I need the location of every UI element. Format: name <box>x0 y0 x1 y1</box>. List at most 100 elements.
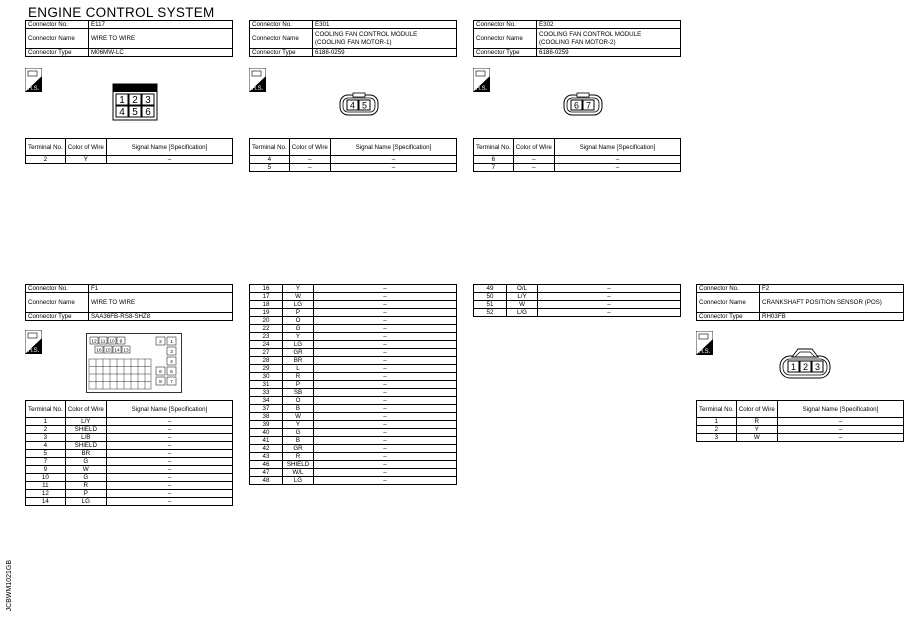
wire-color-cell: O <box>282 316 314 325</box>
signal-cell: – <box>105 497 234 506</box>
signal-cell: – <box>537 308 681 317</box>
signal-cell: – <box>313 284 457 293</box>
signal-cell: – <box>537 284 681 293</box>
signal-cell: – <box>313 380 457 389</box>
label: Connector No. <box>696 284 760 293</box>
signal-cell: – <box>105 457 234 466</box>
wire-color-cell: SB <box>282 388 314 397</box>
label: Connector Name <box>696 292 760 313</box>
terminal-cell: 3 <box>25 433 66 442</box>
signal-cell: – <box>313 300 457 309</box>
harness-side-icon: H.S. <box>25 68 42 92</box>
signal-cell: – <box>313 476 457 485</box>
connector-e301-diagram: 4 5 <box>339 92 379 116</box>
column-header: Terminal No. <box>473 138 514 156</box>
wire-color-cell: B <box>282 404 314 413</box>
signal-cell: – <box>313 356 457 365</box>
column-header: Color of Wire <box>288 138 331 156</box>
signal-cell: – <box>313 364 457 373</box>
wire-color-cell: Y <box>735 425 778 434</box>
signal-cell: – <box>776 425 905 434</box>
svg-text:H.S.: H.S. <box>476 86 488 92</box>
signal-cell: – <box>313 340 457 349</box>
pin: 6 <box>145 107 151 118</box>
pin: 4 <box>119 107 125 118</box>
pin: 5 <box>132 107 138 118</box>
value: E301 <box>312 20 457 29</box>
label: Connector No. <box>249 20 313 29</box>
column-header: Signal Name [Specification] <box>776 400 905 418</box>
pin: 2 <box>132 95 138 106</box>
signal-cell: – <box>105 417 234 426</box>
terminal-cell: 3 <box>696 433 737 442</box>
terminal-cell: 17 <box>249 292 283 301</box>
svg-text:1: 1 <box>170 339 173 345</box>
terminal-cell: 28 <box>249 356 283 365</box>
wire-color-cell: GR <box>282 444 314 453</box>
terminal-cell: 37 <box>249 404 283 413</box>
signal-cell: – <box>313 388 457 397</box>
signal-cell: – <box>537 292 681 301</box>
wire-color-cell: W <box>282 412 314 421</box>
connector-e302-diagram: 6 7 <box>563 92 603 116</box>
terminal-cell: 30 <box>249 372 283 381</box>
wire-color-cell: G <box>282 428 314 437</box>
terminal-cell: 7 <box>25 457 66 466</box>
label: Connector No. <box>25 284 89 293</box>
svg-text:H.S.: H.S. <box>699 349 711 355</box>
signal-cell: – <box>313 468 457 477</box>
wire-color-cell: L/Y <box>64 417 107 426</box>
signal-cell: – <box>313 452 457 461</box>
label: Connector Type <box>696 312 760 321</box>
column-header: Color of Wire <box>735 400 778 418</box>
document-code: JCBWM1021GB <box>6 560 13 612</box>
column-header: Terminal No. <box>25 400 66 418</box>
pin: 5 <box>362 101 367 111</box>
terminal-cell: 18 <box>249 300 283 309</box>
terminal-cell: 1 <box>25 417 66 426</box>
value: E302 <box>536 20 681 29</box>
svg-text:11: 11 <box>101 339 106 345</box>
signal-cell: – <box>313 316 457 325</box>
wire-color-cell: LG <box>282 300 314 309</box>
column-header: Terminal No. <box>25 138 66 156</box>
terminal-cell: 48 <box>249 476 283 485</box>
svg-text:6: 6 <box>159 369 162 375</box>
signal-cell: – <box>313 308 457 317</box>
value: F2 <box>759 284 904 293</box>
svg-text:H.S.: H.S. <box>252 86 264 92</box>
svg-text:7: 7 <box>170 379 173 385</box>
value: 6188-0259 <box>536 48 681 57</box>
harness-side-icon: H.S. <box>696 331 713 355</box>
wire-color-cell: P <box>282 308 314 317</box>
label: Connector Name <box>25 28 89 49</box>
signal-cell: – <box>313 348 457 357</box>
svg-text:13: 13 <box>123 348 129 354</box>
wire-color-cell: W <box>64 465 107 474</box>
signal-cell: – <box>313 420 457 429</box>
svg-text:15: 15 <box>105 348 111 354</box>
